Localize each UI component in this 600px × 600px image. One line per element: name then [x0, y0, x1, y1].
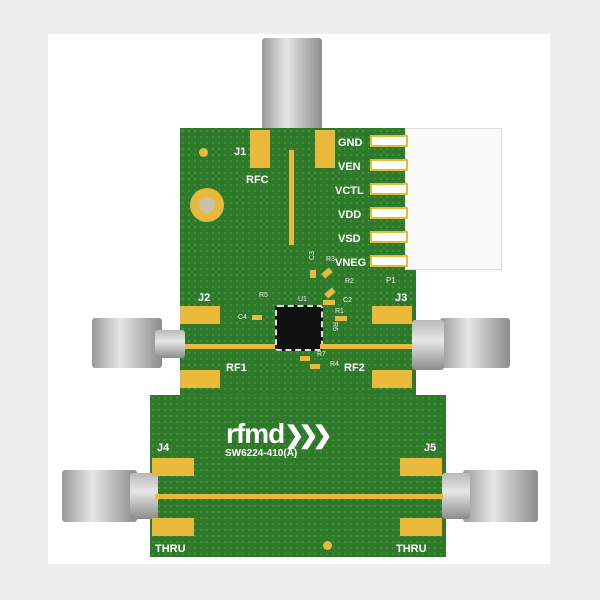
label-c3: C3	[308, 251, 316, 260]
pad-j5-bottom	[400, 518, 442, 536]
part-c4	[252, 315, 262, 320]
pin-label-vsd: VSD	[338, 233, 361, 245]
header-pins	[370, 135, 410, 267]
label-rf1: RF1	[226, 362, 247, 374]
pad-j5-top	[400, 458, 442, 476]
sma-connector-j1	[262, 38, 322, 133]
trace-rf1	[185, 344, 275, 349]
label-r2: R2	[345, 278, 354, 285]
label-r7: R7	[317, 351, 326, 358]
label-r6: R6	[330, 322, 338, 331]
pcb-lower	[150, 395, 446, 557]
via	[323, 541, 332, 550]
part-number: SW6224-410(A)	[225, 448, 298, 459]
pad-j4-top	[152, 458, 194, 476]
pin-label-gnd: GND	[338, 137, 363, 149]
sma-connector-j3	[440, 318, 510, 368]
sma-body-j3	[412, 320, 444, 370]
pad-j2-bottom	[180, 370, 220, 388]
part-c3	[310, 270, 316, 278]
label-j2: J2	[198, 292, 211, 304]
label-j3: J3	[395, 292, 408, 304]
pad-j3-top	[372, 306, 412, 324]
sma-connector-j2	[92, 318, 162, 368]
label-j4: J4	[157, 442, 170, 454]
label-rf2: RF2	[344, 362, 365, 374]
trace-rfc	[289, 150, 294, 245]
label-c4: C4	[238, 314, 247, 321]
label-thru-right: THRU	[396, 543, 427, 555]
label-r5: R5	[259, 292, 268, 299]
part-r4	[310, 364, 320, 369]
pad-j2-top	[180, 306, 220, 324]
label-r1: R1	[335, 308, 344, 315]
sma-connector-j5	[463, 470, 538, 522]
via	[199, 148, 208, 157]
label-c2: C2	[343, 297, 352, 304]
rfmd-logo: rfmd❯❯❯	[226, 418, 333, 449]
part-c2	[323, 300, 335, 305]
label-rfc: RFC	[246, 174, 269, 186]
header-p1	[405, 128, 502, 270]
pin-label-ven: VEN	[338, 161, 361, 173]
pin-label-vneg: VNEG	[335, 257, 367, 269]
pad-j4-bottom	[152, 518, 194, 536]
part-r1	[335, 316, 347, 321]
pad-j3-bottom	[372, 370, 412, 388]
sma-body-j4	[130, 473, 158, 519]
label-j5: J5	[424, 442, 437, 454]
label-thru-left: THRU	[155, 543, 186, 555]
pin-label-vdd: VDD	[338, 209, 362, 221]
label-r4: R4	[330, 361, 339, 368]
chip-u1	[275, 305, 323, 351]
pad-j1-left	[250, 130, 270, 168]
label-u1: U1	[298, 296, 307, 303]
pin-label-vctl: VCTL	[335, 185, 364, 197]
label-p1: P1	[386, 276, 396, 285]
trace-rf2	[320, 344, 412, 349]
label-r3: R3	[326, 256, 335, 263]
pad-j1-right	[315, 130, 335, 168]
sma-body-j5	[442, 473, 470, 519]
mounting-hole	[190, 188, 224, 222]
sma-connector-j4	[62, 470, 137, 522]
part-r7	[300, 356, 310, 361]
label-j1: J1	[234, 146, 247, 158]
sma-body-j2	[155, 330, 185, 358]
trace-thru	[155, 494, 443, 499]
